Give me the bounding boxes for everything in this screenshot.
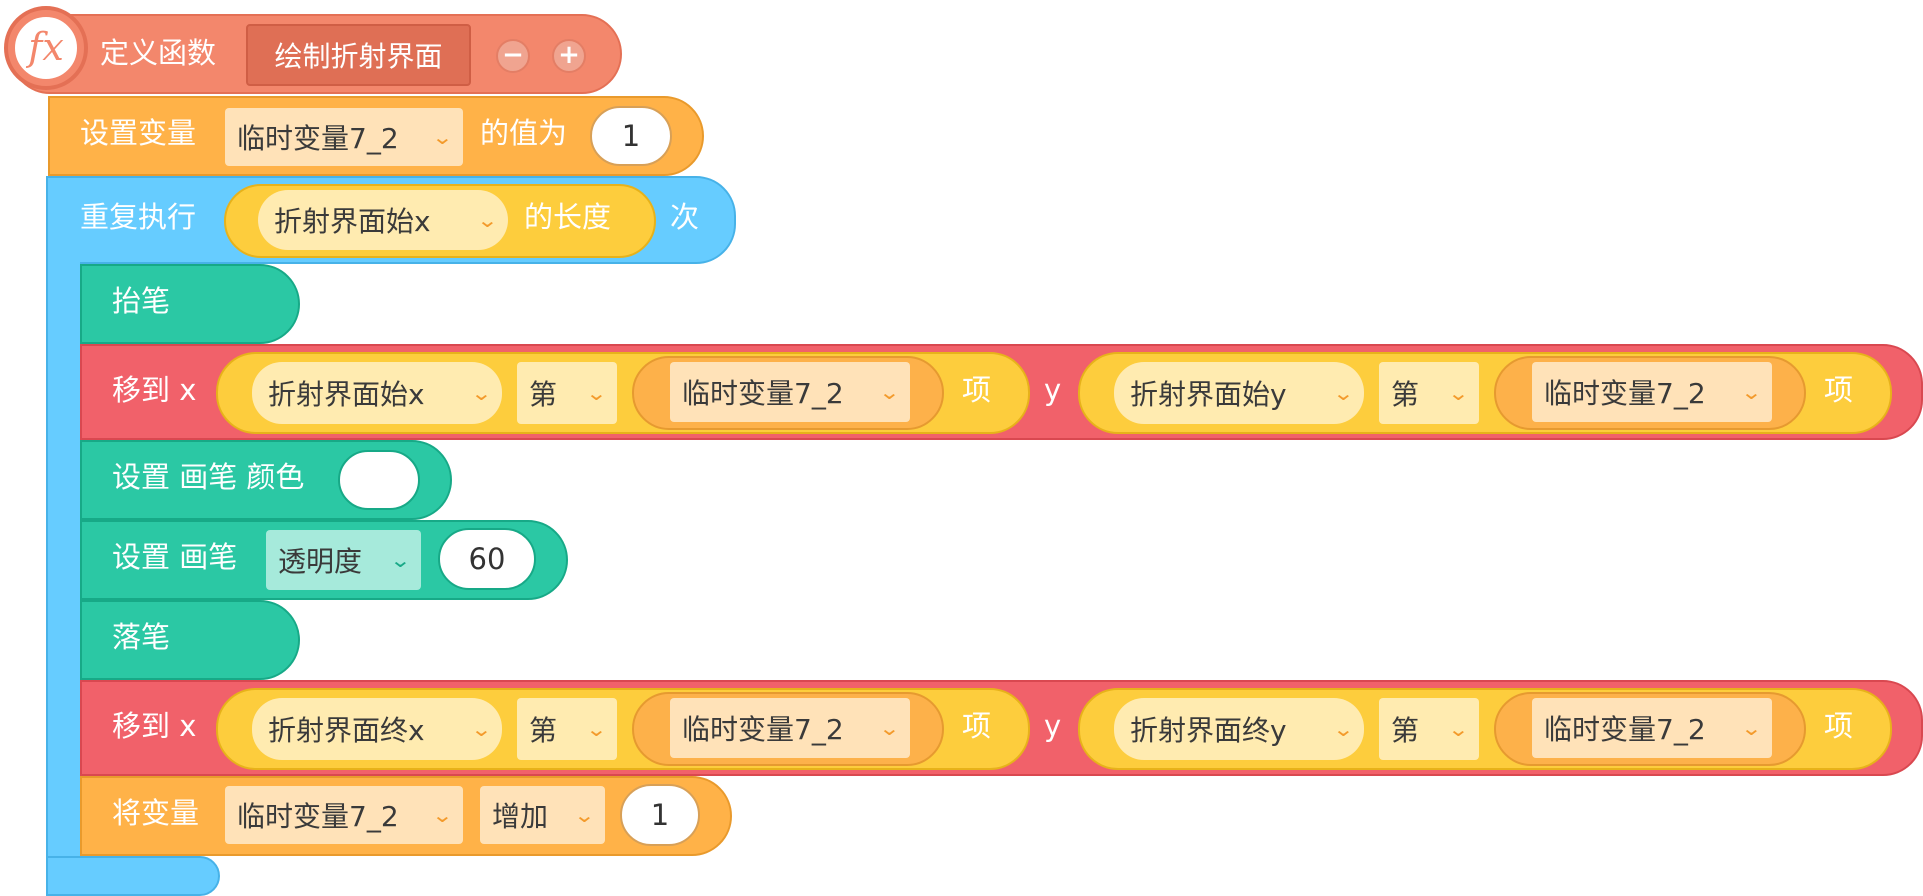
chevron-down-icon: ⌄ — [431, 803, 454, 827]
repeat-list-text: 折射界面始x — [274, 205, 431, 238]
move-to-label: 移到 x — [112, 373, 197, 407]
pen-alpha-input[interactable]: 60 — [438, 528, 536, 590]
add-param-button[interactable]: + — [552, 39, 586, 73]
chevron-down-icon: ⌄ — [389, 548, 412, 572]
chevron-down-icon: ⌄ — [476, 208, 499, 232]
x-index-kind-text: 第 — [529, 378, 558, 411]
y-index-var-text: 临时变量7_2 — [1544, 377, 1706, 410]
x-item-label: 项 — [962, 373, 992, 407]
y-item-label: 项 — [1824, 709, 1854, 743]
function-name-field[interactable]: 绘制折射界面 — [246, 24, 471, 86]
y-label: y — [1044, 373, 1062, 407]
set-value-label: 的值为 — [480, 116, 568, 150]
set-value-text: 1 — [621, 119, 641, 153]
y-list-dropdown[interactable]: 折射界面终y ⌄ — [1114, 698, 1364, 760]
variable-dropdown-text: 临时变量7_2 — [237, 122, 399, 155]
y-index-kind-text: 第 — [1391, 378, 1420, 411]
function-name-text: 绘制折射界面 — [274, 40, 443, 73]
x-index-kind-text: 第 — [529, 714, 558, 747]
y-index-var-dropdown[interactable]: 临时变量7_2 ⌄ — [1532, 362, 1772, 422]
x-index-var-text: 临时变量7_2 — [682, 377, 844, 410]
chevron-down-icon: ⌄ — [878, 716, 901, 740]
pen-alpha-text: 60 — [468, 542, 506, 576]
set-value-input[interactable]: 1 — [590, 106, 672, 166]
x-item-label: 项 — [962, 709, 992, 743]
chevron-down-icon: ⌄ — [1447, 717, 1470, 741]
y-index-kind-dropdown[interactable]: 第 ⌄ — [1379, 698, 1479, 760]
pen-up-label: 抬笔 — [112, 284, 171, 318]
y-list-text: 折射界面始y — [1130, 378, 1287, 411]
change-variable-label: 将变量 — [112, 796, 200, 830]
pen-up-block[interactable] — [80, 264, 300, 344]
pen-property-text: 透明度 — [278, 545, 363, 578]
chevron-down-icon: ⌄ — [573, 803, 596, 827]
chevron-down-icon: ⌄ — [1740, 380, 1763, 404]
y-label: y — [1044, 709, 1062, 743]
pen-property-dropdown[interactable]: 透明度 ⌄ — [266, 530, 421, 590]
set-variable-label: 设置变量 — [80, 116, 197, 150]
length-label: 的长度 — [524, 200, 612, 234]
pen-down-label: 落笔 — [112, 620, 171, 654]
set-pen-alpha-label: 设置 画笔 — [112, 540, 238, 574]
pen-down-block[interactable] — [80, 600, 300, 680]
y-item-label: 项 — [1824, 373, 1854, 407]
chevron-down-icon: ⌄ — [470, 381, 493, 405]
variable-dropdown[interactable]: 临时变量7_2 ⌄ — [225, 108, 463, 166]
times-label: 次 — [670, 200, 700, 234]
x-index-kind-dropdown[interactable]: 第 ⌄ — [517, 362, 617, 424]
chevron-down-icon: ⌄ — [1332, 717, 1355, 741]
y-index-kind-text: 第 — [1391, 714, 1420, 747]
move-to-label: 移到 x — [112, 709, 197, 743]
function-icon-inner: fx — [12, 14, 80, 82]
plus-icon: + — [558, 40, 580, 70]
change-value-text: 1 — [650, 798, 670, 832]
y-list-text: 折射界面终y — [1130, 714, 1287, 747]
remove-param-button[interactable]: − — [496, 39, 530, 73]
x-list-dropdown[interactable]: 折射界面始x ⌄ — [252, 362, 502, 424]
chevron-down-icon: ⌄ — [1332, 381, 1355, 405]
change-value-input[interactable]: 1 — [620, 784, 700, 846]
repeat-label: 重复执行 — [80, 200, 197, 234]
chevron-down-icon: ⌄ — [585, 717, 608, 741]
y-index-var-dropdown[interactable]: 临时变量7_2 ⌄ — [1532, 698, 1772, 758]
change-op-text: 增加 — [492, 800, 549, 833]
minus-icon: − — [502, 40, 524, 70]
x-index-var-text: 临时变量7_2 — [682, 713, 844, 746]
chevron-down-icon: ⌄ — [878, 380, 901, 404]
repeat-list-dropdown[interactable]: 折射界面始x ⌄ — [258, 190, 508, 250]
x-index-var-dropdown[interactable]: 临时变量7_2 ⌄ — [670, 698, 910, 758]
define-label: 定义函数 — [100, 36, 217, 70]
chevron-down-icon: ⌄ — [431, 125, 454, 149]
repeat-block-arm — [46, 262, 80, 862]
x-list-text: 折射界面终x — [268, 714, 425, 747]
change-op-dropdown[interactable]: 增加 ⌄ — [480, 786, 605, 844]
change-variable-text: 临时变量7_2 — [237, 800, 399, 833]
x-list-text: 折射界面始x — [268, 378, 425, 411]
pen-color-swatch[interactable] — [338, 450, 420, 510]
chevron-down-icon: ⌄ — [585, 381, 608, 405]
x-index-var-dropdown[interactable]: 临时变量7_2 ⌄ — [670, 362, 910, 422]
y-index-var-text: 临时变量7_2 — [1544, 713, 1706, 746]
y-index-kind-dropdown[interactable]: 第 ⌄ — [1379, 362, 1479, 424]
y-list-dropdown[interactable]: 折射界面始y ⌄ — [1114, 362, 1364, 424]
change-variable-dropdown[interactable]: 临时变量7_2 ⌄ — [225, 786, 463, 844]
chevron-down-icon: ⌄ — [470, 717, 493, 741]
set-pen-color-label: 设置 画笔 颜色 — [112, 460, 305, 494]
repeat-block-foot — [46, 856, 220, 896]
x-list-dropdown[interactable]: 折射界面终x ⌄ — [252, 698, 502, 760]
chevron-down-icon: ⌄ — [1447, 381, 1470, 405]
fx-icon-glyph: fx — [28, 25, 64, 69]
chevron-down-icon: ⌄ — [1740, 716, 1763, 740]
x-index-kind-dropdown[interactable]: 第 ⌄ — [517, 698, 617, 760]
